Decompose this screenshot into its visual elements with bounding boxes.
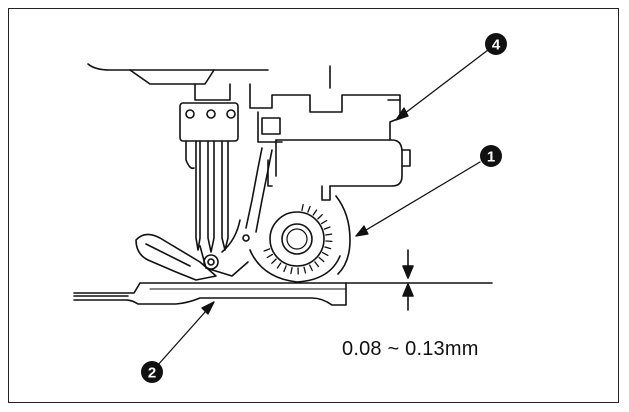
gear-tooth [314, 261, 320, 268]
gear-tooth [283, 265, 287, 273]
presser-foot [135, 233, 219, 281]
feed-gear [249, 195, 351, 283]
gear-tooth [309, 264, 313, 272]
gear-tooth [318, 256, 325, 263]
callout-4-label: 4 [492, 37, 501, 54]
callout-2: 2 [141, 361, 163, 383]
leader-lines [156, 49, 489, 367]
gear-tooth [307, 205, 311, 213]
gear-tooth [263, 248, 271, 252]
gear-tooth [321, 251, 329, 257]
gear-tooth [276, 262, 282, 269]
gear-tooth [317, 214, 323, 220]
gear-tooth [320, 219, 328, 225]
gear-tooth [271, 258, 277, 264]
callout-2-label: 2 [148, 365, 156, 382]
callout-4: 4 [485, 33, 507, 55]
needle-bar [179, 83, 239, 253]
figure-frame [8, 8, 619, 403]
feed-mechanism [199, 139, 411, 277]
gear-tooth [301, 203, 304, 212]
clearance-dimension [345, 249, 493, 311]
gear-tooth [290, 266, 293, 275]
clearance-measurement-text: 0.08 ~ 0.13mm [342, 338, 479, 360]
callout-1: 1 [480, 145, 502, 167]
callout-1-label: 1 [487, 149, 495, 166]
gear-tooth [323, 226, 331, 230]
needle-plate [73, 282, 347, 306]
gear-tooth [325, 233, 333, 236]
gear-tooth [324, 246, 332, 250]
gear-tooth [266, 253, 274, 259]
machine-head [87, 63, 401, 143]
gear-tooth [312, 209, 318, 216]
gear-tooth [303, 266, 307, 274]
